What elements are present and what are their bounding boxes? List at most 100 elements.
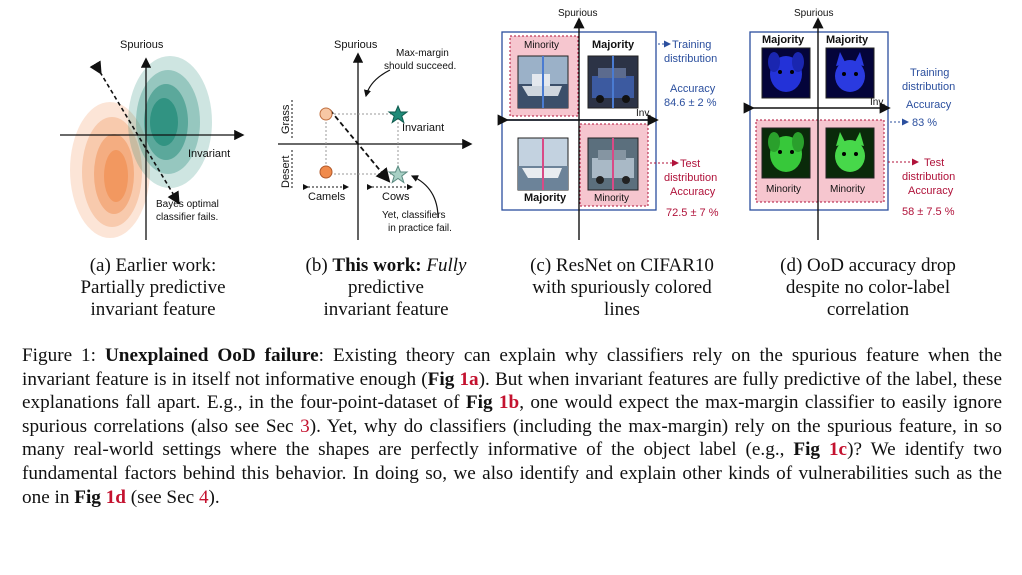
caption-a-line: (a) Earlier work:	[89, 255, 217, 276]
caption-b-line-1: (b) This work: Fully	[278, 255, 494, 277]
axis-label-invariant: Invariant	[188, 148, 230, 160]
note-line-1: Bayes optimal	[156, 199, 219, 210]
caption-b-line: predictive	[348, 277, 424, 298]
caption-c-line: with spuriously colored	[532, 277, 712, 298]
panel-a-svg: Spurious Invariant Bayes optimal classif…	[60, 39, 245, 240]
label-grass: Grass	[280, 104, 292, 134]
test-label-2: distribution	[664, 172, 717, 184]
note-bottom-2: in practice fail.	[388, 223, 452, 234]
caption-a: (a) Earlier work: Partially predictive i…	[48, 255, 258, 321]
test-label-1: Test	[924, 157, 944, 169]
label-majority-1: Majority	[762, 34, 805, 46]
minority-row-outline	[755, 119, 885, 203]
thumb-ship-bottom	[517, 137, 569, 191]
teal-distribution	[128, 56, 212, 188]
panel-c-svg: Spurious Inv. Minority Majority Majority…	[497, 8, 719, 240]
camel-desert-point	[319, 165, 333, 179]
max-margin-line	[329, 109, 391, 183]
camel-grass-point	[319, 107, 333, 121]
caption-text: : Existing theory can explain why classi…	[22, 345, 1002, 390]
label-minority-1: Minority	[766, 184, 801, 195]
axis-label-spurious: Spurious	[120, 39, 164, 51]
test-label-1: Test	[680, 158, 700, 170]
thumb-green-cat	[825, 127, 875, 179]
note-top-1: Max-margin	[396, 48, 449, 59]
test-accuracy-label: Accuracy	[908, 185, 954, 197]
caption-d: (d) OoD accuracy drop despite no color-l…	[754, 255, 982, 321]
label-majority-bottom: Majority	[524, 192, 567, 204]
training-box	[749, 31, 889, 211]
figure-ref-link[interactable]: 1b	[498, 392, 520, 414]
section-ref-link[interactable]: 3	[300, 415, 310, 437]
fig-word: Fig	[74, 486, 106, 508]
max-margin-note-arrow	[363, 69, 391, 98]
caption-text: (see Sec	[125, 486, 199, 508]
test-accuracy-value: 58 ± 7.5 %	[902, 206, 955, 218]
axis-label-spurious: Spurious	[558, 8, 597, 19]
label-majority-2: Majority	[826, 34, 869, 46]
fig-word: Fig	[465, 392, 499, 414]
label-minority-top: Minority	[524, 40, 559, 51]
caption-c-line: lines	[604, 299, 640, 320]
caption-text: , one would expect the max-margin classi…	[22, 392, 1002, 437]
thumb-blue-dog	[761, 47, 811, 99]
cow-grass-star	[387, 104, 409, 124]
training-label-1: Training	[672, 39, 711, 51]
caption-a-line: invariant feature	[90, 299, 216, 320]
training-label-1: Training	[910, 67, 949, 79]
label-camels: Camels	[308, 191, 346, 203]
note-line-2: classifier fails.	[156, 212, 218, 223]
figure-ref-link[interactable]: 1c	[828, 439, 848, 461]
figure-caption: Figure 1: Unexplained OoD failure: Exist…	[22, 344, 1002, 509]
axis-label-inv: Inv.	[636, 108, 651, 119]
train-accuracy-label: Accuracy	[906, 99, 952, 111]
panel-b-diagram: Grass Desert Camels Cows Spurious Invari…	[270, 30, 490, 250]
thumb-ship-top	[517, 55, 569, 109]
figure-ref-link[interactable]: 1d	[105, 486, 126, 508]
panel-b-svg: Grass Desert Camels Cows Spurious Invari…	[278, 39, 473, 240]
test-label-2: distribution	[902, 171, 955, 183]
panel-d-svg: Spurious Inv. Majority Majority Minority…	[743, 8, 955, 240]
training-label-2: distribution	[664, 53, 717, 65]
caption-d-line: correlation	[826, 299, 910, 320]
caption-c-line: (c) ResNet on CIFAR10	[530, 255, 714, 276]
axis-label-spurious: Spurious	[794, 8, 833, 19]
train-accuracy-label: Accuracy	[670, 83, 716, 95]
panel-c-diagram: Spurious Inv. Minority Majority Majority…	[497, 4, 740, 244]
caption-b-prefix: (b)	[305, 255, 333, 276]
caption-text: ). Yet, why do classifiers (including th…	[22, 415, 1002, 461]
caption-a-line: Partially predictive	[80, 277, 226, 298]
figure-ref-link[interactable]: 1a	[459, 368, 479, 390]
train-accuracy-value: 83 %	[912, 117, 937, 129]
training-label-2: distribution	[902, 81, 955, 93]
note-top-2: should succeed.	[384, 61, 456, 72]
caption-b-italic: Fully	[426, 255, 467, 276]
caption-b-line: invariant feature	[323, 299, 449, 320]
section-ref-link[interactable]: 4	[198, 486, 209, 508]
figure-label: Figure 1:	[22, 345, 105, 366]
caption-c: (c) ResNet on CIFAR10 with spuriously co…	[508, 255, 736, 321]
panel-a-diagram: Spurious Invariant Bayes optimal classif…	[50, 30, 260, 250]
caption-b-bold: This work:	[332, 255, 422, 276]
figure-title: Unexplained OoD failure	[104, 345, 319, 366]
caption-text: ).	[208, 486, 220, 508]
fig-word: Fig	[427, 368, 460, 390]
test-accuracy-value: 72.5 ± 7 %	[666, 207, 719, 219]
train-accuracy-value: 84.6 ± 2 %	[664, 97, 717, 109]
label-minority-2: Minority	[830, 184, 865, 195]
label-desert: Desert	[280, 156, 292, 188]
panel-d-diagram: Spurious Inv. Majority Majority Minority…	[743, 4, 988, 244]
fig-word: Fig	[793, 439, 829, 461]
thumb-green-dog	[761, 127, 811, 179]
caption-d-line: (d) OoD accuracy drop	[780, 255, 956, 276]
axis-label-inv: Inv.	[870, 97, 885, 108]
thumb-blue-cat	[825, 47, 875, 99]
axis-label-invariant: Invariant	[402, 122, 444, 134]
caption-text: )? We identify two fundamental factors b…	[22, 439, 1002, 508]
axis-label-spurious: Spurious	[334, 39, 378, 51]
note-bottom-1: Yet, classifiers	[382, 210, 446, 221]
thumb-car-top	[587, 55, 639, 109]
label-minority-bottom: Minority	[594, 193, 629, 204]
cow-desert-star	[387, 164, 409, 184]
caption-text: ). But when invariant features are fully…	[22, 368, 1002, 414]
